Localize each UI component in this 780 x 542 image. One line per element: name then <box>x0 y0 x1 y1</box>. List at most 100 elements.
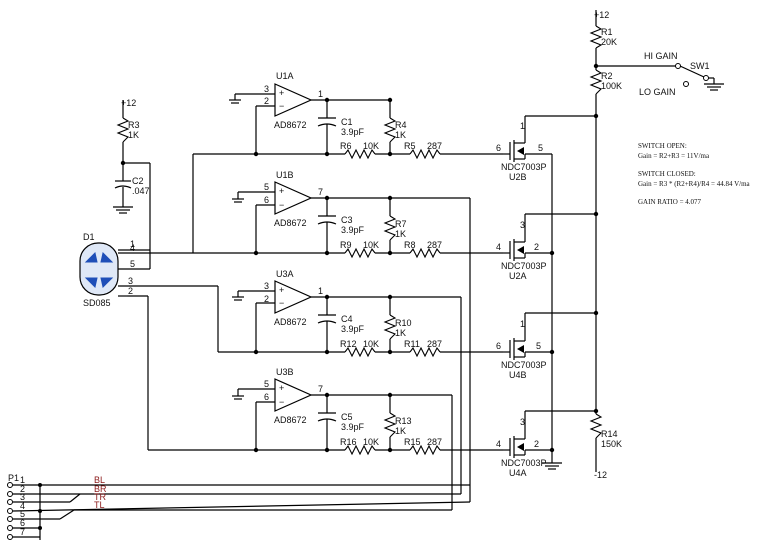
lo-gain-label: LO GAIN <box>639 87 676 97</box>
u1b-part: AD8672 <box>274 218 307 228</box>
u2a-pin-source: 3 <box>520 220 525 230</box>
resistor-r14 <box>589 413 603 439</box>
resistor-r15 <box>409 444 441 456</box>
c3-value: 3.9pF <box>341 225 365 235</box>
p1-pin2: 2 <box>20 484 25 494</box>
sw1-ref: SW1 <box>690 61 710 71</box>
note-ratio: GAIN RATIO = 4.077 <box>638 198 702 206</box>
p1-pin1: 1 <box>20 475 25 485</box>
r12-ref: R12 <box>340 339 357 349</box>
resistor-r13 <box>383 412 397 438</box>
u2b-part: NDC7003P <box>501 162 547 172</box>
r12-value: 10K <box>363 339 379 349</box>
opamp-u1b <box>274 181 313 215</box>
stage-u3a: + − 3 2 1 U3A AD8672 C4 3.9pF R10 1K R12… <box>148 269 503 494</box>
u1b-pin-out: 7 <box>318 187 323 197</box>
svg-text:−: − <box>279 101 284 111</box>
svg-text:−: − <box>279 397 284 407</box>
r11-ref: R11 <box>404 339 420 349</box>
u3b-pin-a: 5 <box>264 379 269 389</box>
r5-ref: R5 <box>404 141 416 151</box>
u4b-part: NDC7003P <box>501 360 547 370</box>
bridge-rectifier-d1: D1 SD085 1 4 5 3 2 <box>79 232 193 308</box>
u2b-pin-gate: 6 <box>496 143 501 153</box>
resistor-r8 <box>409 247 441 259</box>
u3a-part: AD8672 <box>274 317 307 327</box>
supply-neg-label: -12 <box>594 470 607 480</box>
stage-u1a: + − 3 2 1 U1A AD8672 C1 3.9pF R4 1K R6 1… <box>192 71 503 253</box>
resistor-r7 <box>383 215 397 241</box>
svg-text:+: + <box>279 88 284 98</box>
u2a-pin-gate: 4 <box>496 242 501 252</box>
u2b-pin-source: 1 <box>520 121 525 131</box>
d1-pin4: 4 <box>130 243 135 253</box>
note-closed-eq: Gain = R3 * (R2+R4)/R4 = 44.84 V/ma <box>638 180 751 188</box>
resistor-r12 <box>344 346 376 358</box>
r16-ref: R16 <box>340 437 357 447</box>
c2-ref: C2 <box>132 176 144 186</box>
u1b-pin-b: 6 <box>264 195 269 205</box>
svg-text:+: + <box>279 186 284 196</box>
d1-pin1: 1 <box>130 239 135 249</box>
r10-value: 1K <box>395 328 406 338</box>
r6-value: 10K <box>363 141 379 151</box>
p1-pin5: 5 <box>20 509 25 519</box>
u3a-pin-out: 1 <box>318 286 323 296</box>
u3a-ref: U3A <box>276 269 294 279</box>
signal-tr: TR <box>94 492 106 502</box>
r9-ref: R9 <box>340 240 352 250</box>
u1b-ref: U1B <box>276 170 294 180</box>
u4b-pin-drain: 5 <box>536 341 541 351</box>
r3-value: 1K <box>128 130 139 140</box>
gain-notes: SWITCH OPEN: Gain = R2+R3 = 11V/ma SWITC… <box>638 142 751 206</box>
r15-value: 287 <box>427 437 442 447</box>
stage-u3b: + − 5 6 7 U3B AD8672 C5 3.9pF R13 1K R16… <box>128 295 503 485</box>
r7-ref: R7 <box>395 219 407 229</box>
c1-value: 3.9pF <box>341 127 365 137</box>
signal-bl: BL <box>94 475 105 485</box>
u2a-pin-drain: 2 <box>534 242 539 252</box>
mosfet-u2a: 4 2 3 NDC7003P U2A <box>496 213 596 281</box>
u1a-pin-out: 1 <box>318 89 323 99</box>
svg-text:−: − <box>279 298 284 308</box>
opamp-u1a <box>274 83 313 117</box>
resistor-r2 <box>589 69 603 95</box>
resistor-r1 <box>589 25 603 49</box>
u4b-pin-source: 1 <box>520 319 525 329</box>
u4b-ref: U4B <box>509 370 527 380</box>
c3-ref: C3 <box>341 215 353 225</box>
c4-value: 3.9pF <box>341 324 365 334</box>
p1-ref: P1 <box>8 473 19 483</box>
svg-text:−: − <box>279 200 284 210</box>
d1-pin3: 3 <box>128 276 133 286</box>
u4a-ref: U4A <box>509 468 527 478</box>
r15-ref: R15 <box>404 437 421 447</box>
u2b-pin-drain: 5 <box>538 143 543 153</box>
mosfet-u4a: 4 2 3 NDC7003P U4A <box>496 410 596 478</box>
bias-network: +12 R3 1K C2 .047 <box>113 98 151 269</box>
r7-value: 1K <box>395 229 406 239</box>
c4-ref: C4 <box>341 314 353 324</box>
r16-value: 10K <box>363 437 379 447</box>
u1a-pin-a: 3 <box>264 84 269 94</box>
u3b-pin-b: 6 <box>264 392 269 402</box>
opamp-u3b <box>274 378 313 412</box>
r4-value: 1K <box>395 130 406 140</box>
hi-gain-label: HI GAIN <box>644 51 678 61</box>
supply-pos-label-2: +12 <box>121 98 136 108</box>
u1a-part: AD8672 <box>274 120 307 130</box>
u2a-ref: U2A <box>509 271 527 281</box>
p1-pin7: 7 <box>20 527 25 537</box>
signal-br: BR <box>94 484 107 494</box>
signal-tl: TL <box>94 500 105 510</box>
u3b-part: AD8672 <box>274 415 307 425</box>
r8-ref: R8 <box>404 240 416 250</box>
r4-ref: R4 <box>395 120 407 130</box>
r13-value: 1K <box>395 426 406 436</box>
note-closed-title: SWITCH CLOSED: <box>638 170 696 178</box>
r8-value: 287 <box>427 240 442 250</box>
u3a-pin-b: 2 <box>264 294 269 304</box>
drain-bus <box>542 154 562 470</box>
r6-ref: R6 <box>340 141 352 151</box>
